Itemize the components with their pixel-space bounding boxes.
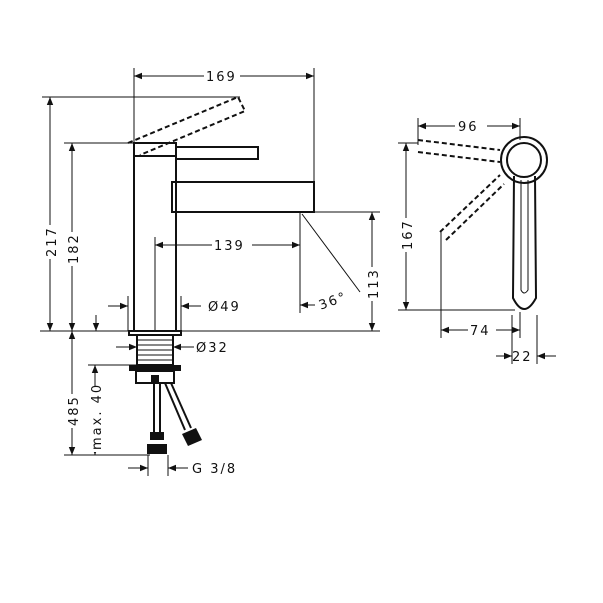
dim-113-label: 113 [367, 268, 382, 299]
faucet-front-view [127, 95, 315, 454]
dim-diameter-49-label: Ø49 [208, 300, 241, 315]
extension-lines [40, 68, 380, 476]
threaded-shank [136, 334, 174, 366]
thread-g38-label: G 3/8 [192, 462, 237, 477]
dim-74-label: 74 [470, 324, 491, 339]
dim-139-label: 139 [214, 239, 245, 254]
dim-diameter-32-label: Ø32 [196, 341, 229, 356]
dim-485-label: 485 [67, 395, 82, 426]
dim-169-label: 169 [206, 70, 237, 85]
dim-167-label: 167 [401, 219, 416, 250]
dim-96-label: 96 [458, 120, 479, 135]
dim-217-label: 217 [45, 226, 60, 257]
dim-22-label: 22 [512, 350, 533, 365]
angle-36-label: 36° [317, 289, 349, 313]
dim-max-40-label: max. 40 [90, 383, 105, 450]
dim-182-label: 182 [67, 233, 82, 264]
faucet-side-view [417, 136, 548, 310]
